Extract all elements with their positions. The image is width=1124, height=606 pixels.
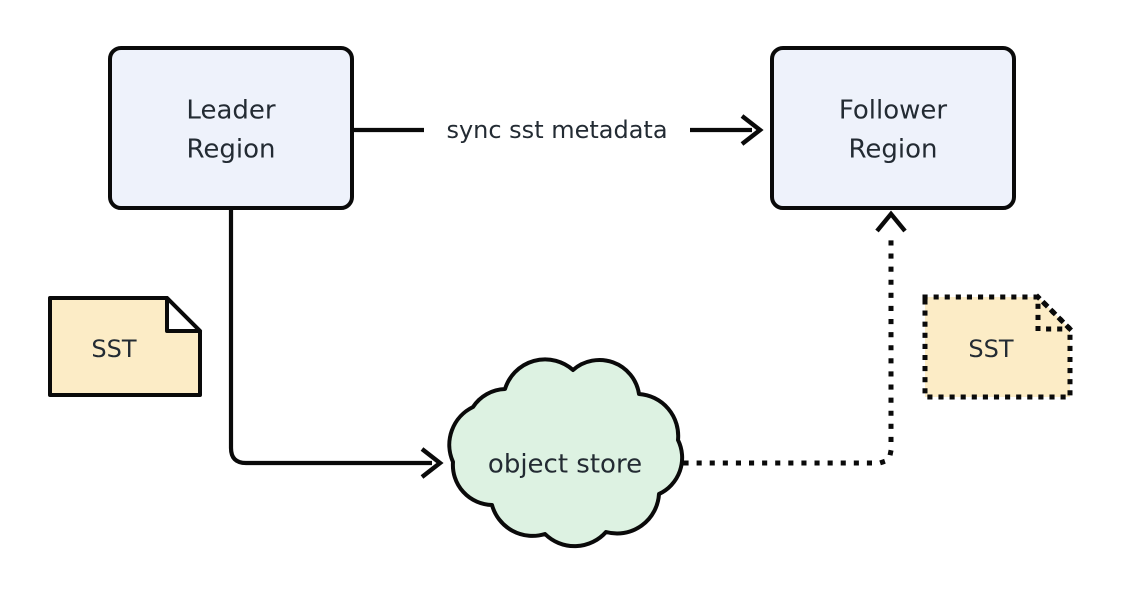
node-sst-follower[interactable]: SST bbox=[922, 290, 1077, 400]
follower-region-box[interactable] bbox=[770, 46, 1016, 210]
edge-object-store-to-follower-arrowhead bbox=[875, 210, 907, 233]
node-object-store[interactable]: object store bbox=[447, 357, 685, 549]
edge-leader-to-object-store-path bbox=[228, 210, 432, 466]
edge-leader-to-object-store bbox=[228, 210, 444, 479]
follower-region-label-line2: Region bbox=[848, 135, 937, 165]
sst-leader-label: SST bbox=[91, 335, 136, 363]
sst-follower-document-fill[interactable] bbox=[925, 297, 1070, 397]
object-store-cloud-shape[interactable] bbox=[447, 357, 685, 549]
leader-region-box[interactable] bbox=[108, 46, 354, 210]
sst-leader-fold-corner-icon bbox=[165, 296, 202, 333]
edge-leader-to-follower: sync sst metadata bbox=[354, 114, 764, 146]
sst-follower-fold-corner-icon bbox=[1035, 290, 1077, 332]
node-follower-region[interactable]: Follower Region bbox=[770, 46, 1016, 210]
node-sst-leader[interactable]: SST bbox=[48, 296, 202, 397]
object-store-label: object store bbox=[488, 450, 642, 480]
sst-leader-document-body[interactable] bbox=[48, 296, 202, 397]
node-leader-region[interactable]: Leader Region bbox=[108, 46, 354, 210]
leader-region-label-line2: Region bbox=[186, 135, 275, 165]
edge-object-store-to-follower-path bbox=[683, 227, 894, 466]
edge-label-sync-sst-metadata: sync sst metadata bbox=[446, 116, 667, 144]
edge-object-store-to-follower bbox=[683, 210, 907, 466]
sst-follower-document-border bbox=[922, 294, 1073, 400]
follower-region-label-line1: Follower bbox=[839, 96, 948, 126]
edge-leader-to-object-store-arrowhead bbox=[420, 447, 444, 479]
sst-follower-label: SST bbox=[968, 335, 1013, 363]
edge-leader-to-follower-arrowhead bbox=[740, 114, 764, 146]
leader-region-label-line1: Leader bbox=[186, 96, 275, 126]
